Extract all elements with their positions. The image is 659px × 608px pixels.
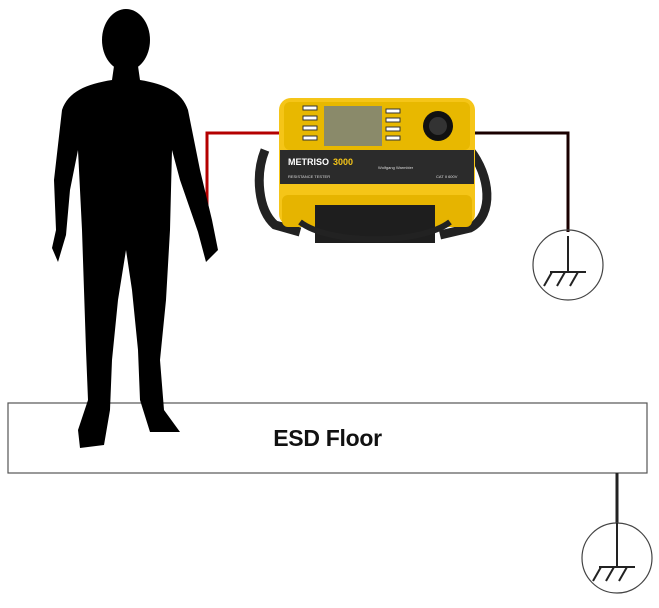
device-title: METRISO 3000 xyxy=(288,157,353,167)
ground-icon xyxy=(532,229,604,301)
device-code: CAT II 600V xyxy=(436,174,458,179)
person-silhouette-icon xyxy=(52,9,218,448)
device-brand: METRISO xyxy=(288,157,329,167)
esd-floor xyxy=(7,402,648,474)
device-subtitle: RESISTANCE TESTER xyxy=(288,174,330,179)
black-wire xyxy=(470,131,570,232)
floor-label: ESD Floor xyxy=(273,424,382,451)
resistance-tester-icon: METRISO 3000 RESISTANCE TESTER Wolfgang W… xyxy=(254,98,492,243)
device-maker: Wolfgang Warmbier xyxy=(378,165,414,170)
ground-icon xyxy=(581,522,653,594)
device-model: 3000 xyxy=(333,157,353,167)
red-wire xyxy=(205,131,286,224)
